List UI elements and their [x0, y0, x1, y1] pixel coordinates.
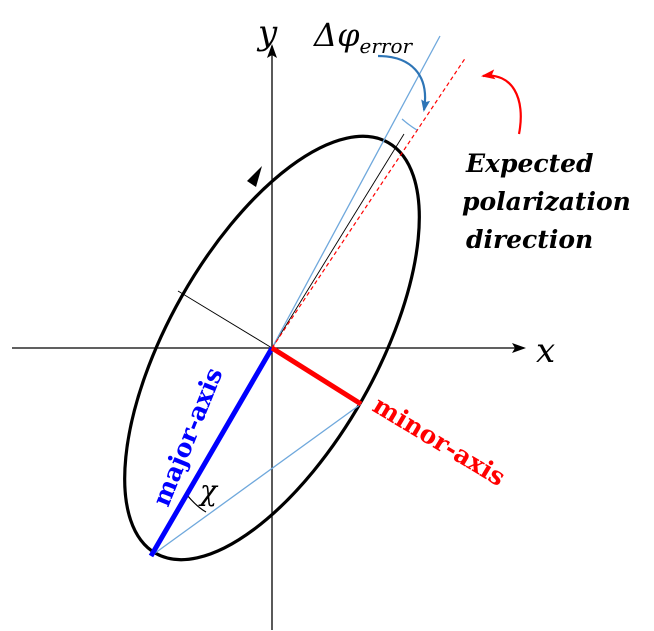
expected-polarization-line: [271, 56, 467, 349]
chi-angle-arc: [186, 494, 207, 513]
measured-polarization-line: [271, 35, 441, 349]
delta-phi-symbol: Δφ: [312, 16, 360, 54]
rotation-direction-arrow-icon: [247, 166, 262, 187]
chi-label: χ: [198, 474, 219, 507]
expected-label-line3: direction: [466, 225, 593, 254]
major-axis-line: [148, 346, 275, 558]
expected-label-line1: Expected: [465, 149, 594, 178]
expected-label-line2: polarization: [462, 187, 631, 216]
delta-phi-arc: [401, 118, 418, 131]
y-axis-label: y: [256, 13, 278, 53]
ellipticity-diagonal-line: [150, 403, 362, 557]
delta-phi-pointer-arrow: [377, 54, 431, 112]
minor-axis-line: [270, 345, 363, 407]
expected-direction-pointer-arrow: [481, 69, 522, 135]
x-axis-label: x: [536, 331, 555, 371]
minor-axis-label: minor-axis: [368, 390, 511, 492]
minor-axis-left-line: [177, 290, 273, 349]
delta-phi-label: Δφerror: [312, 16, 414, 58]
major-axis-upper-line: [271, 133, 405, 349]
delta-phi-subscript: error: [360, 34, 414, 58]
polarization-ellipse: [123, 134, 421, 562]
